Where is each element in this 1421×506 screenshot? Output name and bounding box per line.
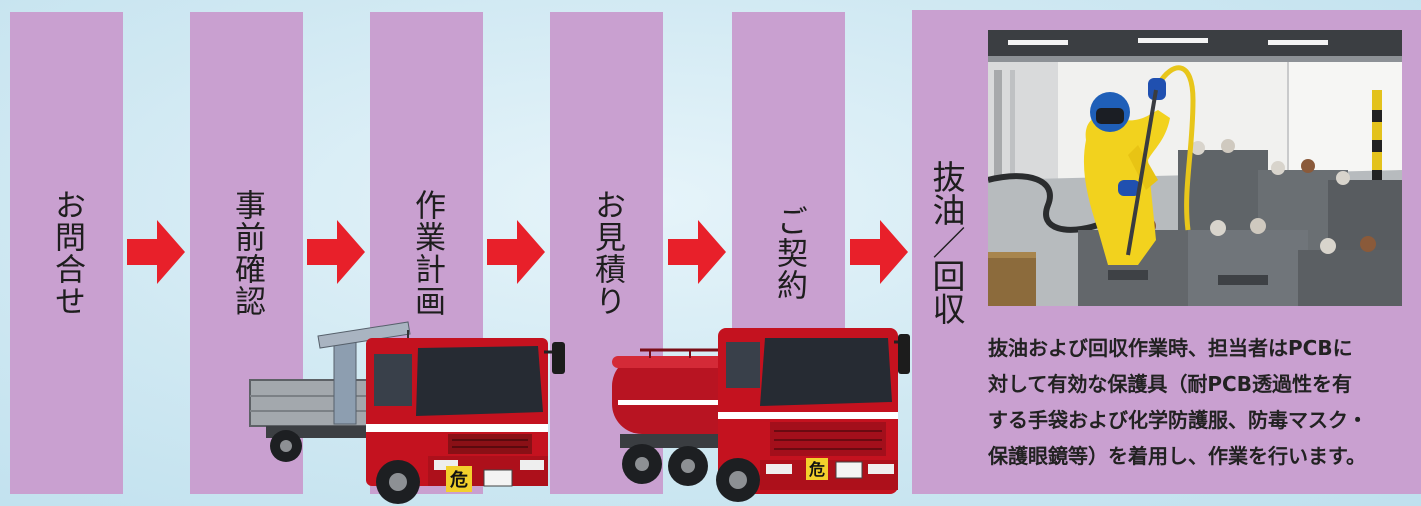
right-arrow-icon — [307, 220, 365, 284]
right-arrow-icon — [127, 220, 185, 284]
hazard-sign-text: 危 — [449, 469, 468, 491]
hazard-sign-text: 危 — [809, 460, 825, 479]
final-step-description: 抜油および回収作業時、担当者はPCBに 対して有効な保護具（耐PCB透過性を有 … — [988, 330, 1408, 474]
hose — [988, 173, 1099, 233]
license-plate — [835, 461, 863, 479]
description-line: 保護眼鏡等）を着用し、作業を行います。 — [988, 444, 1366, 468]
hazard-sign — [806, 458, 828, 480]
step-inquiry: お問合せ — [10, 12, 123, 494]
step-label: お見積り — [589, 189, 625, 317]
right-arrow-icon — [487, 220, 545, 284]
step-label: お問合せ — [49, 189, 85, 317]
step-label: 事前確認 — [229, 189, 265, 317]
cardboard-box — [988, 252, 1036, 306]
right-arrow-icon — [850, 220, 908, 284]
hazard-sign — [446, 466, 472, 492]
tanker-truck-illustration: 危 — [612, 328, 910, 502]
license-plate — [483, 469, 513, 487]
description-line: 対して有効な保護具（耐PCB透過性を有 — [988, 372, 1352, 396]
description-line: 抜油および回収作業時、担当者はPCBに — [988, 336, 1353, 360]
step-label: 作業計画 — [409, 189, 445, 317]
glove — [1118, 180, 1140, 196]
worker-photo — [988, 30, 1402, 306]
worker — [1083, 78, 1170, 265]
step-label: ご契約 — [771, 205, 807, 301]
right-arrow-icon — [668, 220, 726, 284]
crane-truck-illustration: 危 — [249, 321, 565, 504]
final-step-label: 抜油／回収 — [927, 160, 966, 325]
glove — [1148, 78, 1166, 100]
description-line: する手袋および化学防護服、防毒マスク・ — [988, 408, 1368, 432]
